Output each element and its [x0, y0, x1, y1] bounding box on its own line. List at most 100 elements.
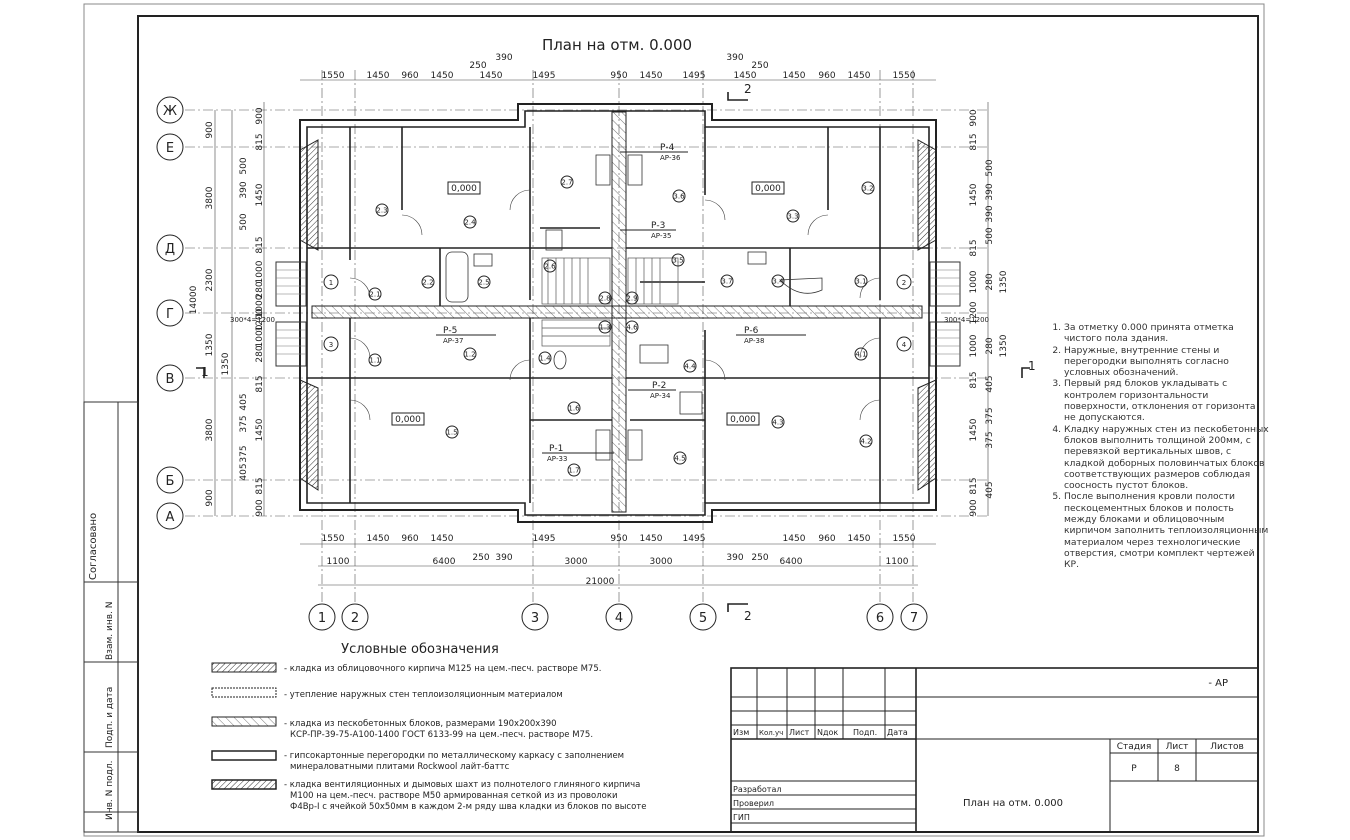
- axis-label: Е: [166, 141, 174, 156]
- room-marker: 2.6: [544, 263, 556, 271]
- dim: 1000: [969, 334, 979, 357]
- room-marker: 3.1: [855, 278, 866, 286]
- dim: 1450: [431, 534, 454, 544]
- dim: 1100: [886, 557, 909, 567]
- legend-title: Условные обозначения: [341, 642, 499, 657]
- entrance-number: 1: [329, 279, 333, 287]
- dim: 950: [610, 71, 627, 81]
- entrance-number: 2: [902, 279, 906, 287]
- note-item: За отметку 0.000 принята отметка чистого…: [1064, 322, 1269, 345]
- role-label: Проверил: [733, 799, 774, 808]
- room-marker: 1.1: [369, 357, 380, 365]
- dim: 1350: [221, 352, 231, 375]
- entrance-number: 4: [902, 341, 907, 349]
- level-marks: 0,000 0,000 0,000 0,000: [391, 181, 785, 426]
- dim: 3000: [565, 557, 588, 567]
- callout-name: Р-3: [651, 221, 665, 231]
- dim: 1450: [255, 418, 265, 441]
- dim: 1200: [969, 301, 979, 324]
- dim: 1450: [255, 183, 265, 206]
- porch-dim-left: 300*4=1200: [230, 316, 275, 324]
- dim: 815: [255, 236, 265, 253]
- dim: 1495: [533, 71, 556, 81]
- drawing-name: План на отм. 0.000: [963, 798, 1063, 809]
- dim: 950: [610, 534, 627, 544]
- dim: 815: [255, 477, 265, 494]
- section-mark: 1: [1028, 359, 1036, 373]
- room-marker: 4.5: [674, 455, 685, 463]
- rev-header: Дата: [887, 728, 908, 737]
- dim: 1450: [783, 534, 806, 544]
- room-marker: 2.1: [369, 291, 380, 299]
- building-plan: [275, 103, 961, 523]
- legend-item: - гипсокартонные перегородки по металлич…: [284, 751, 624, 761]
- dim: 280: [255, 345, 265, 362]
- stage-value: Р: [1131, 764, 1137, 774]
- room-marker: 1.7: [568, 467, 579, 475]
- room-marker: 3.5: [672, 257, 683, 265]
- room-marker: 2.3: [376, 207, 387, 215]
- axis-label: Г: [166, 307, 174, 322]
- dim: 6400: [780, 557, 803, 567]
- dim: 250: [751, 61, 768, 71]
- dim: 405: [239, 393, 249, 410]
- general-notes: За отметку 0.000 принята отметка чистого…: [1048, 322, 1269, 571]
- dim: 1450: [783, 71, 806, 81]
- dim: 1350: [999, 334, 1009, 357]
- dim: 250: [472, 553, 489, 563]
- callout-name: Р-2: [652, 381, 666, 391]
- dim: 1450: [640, 71, 663, 81]
- dim: 250: [751, 553, 768, 563]
- dim: 900: [969, 499, 979, 516]
- dim: 1495: [683, 71, 706, 81]
- legend-item: - утепление наружных стен теплоизоляцион…: [284, 690, 563, 700]
- dims-left: 900 3800 2300 1350 1350 3800 900 14000: [189, 121, 231, 506]
- room-marker: 2.9: [626, 295, 637, 303]
- dim: 1350: [205, 333, 215, 356]
- level-3: 0,000: [395, 415, 421, 425]
- room-marker: 4.2: [860, 438, 871, 446]
- entrance-markers: 1 3 2 4: [323, 274, 912, 352]
- axis-label: 7: [910, 611, 918, 626]
- callout-name: Р-6: [744, 326, 759, 336]
- dim: 1450: [969, 183, 979, 206]
- room-marker: 1.2: [464, 351, 475, 359]
- level-2: 0,000: [755, 184, 781, 194]
- legend: Условные обозначения - кладка из облицов…: [211, 642, 646, 812]
- dim: 390: [239, 181, 249, 198]
- dim: 375: [239, 415, 249, 432]
- dim: 1550: [893, 534, 916, 544]
- dim: 1000: [255, 324, 265, 347]
- side-label-sign: Подп. и дата: [105, 687, 115, 748]
- section-cuts: [196, 92, 1030, 612]
- room-marker: 1.3: [599, 324, 610, 332]
- axis-label: 2: [351, 611, 359, 626]
- dim: 1350: [999, 270, 1009, 293]
- room-marker: 2.2: [422, 279, 433, 287]
- dim: 390: [726, 553, 743, 563]
- legend-swatch-brick: [211, 662, 277, 673]
- title-block-text: - АР Изм Кол.уч Лист Nдок Подп. Дата Ста…: [733, 678, 1244, 822]
- axis-label: 4: [615, 611, 623, 626]
- dims-top: 1550 1450 960 1450 1450 1495 950 1450 14…: [322, 53, 916, 81]
- dim: 1450: [848, 534, 871, 544]
- dim: 1450: [367, 534, 390, 544]
- stage-header: Стадия: [1117, 742, 1152, 752]
- dim: 1550: [322, 71, 345, 81]
- rev-header: Лист: [789, 728, 810, 737]
- callout-ref: АР-34: [650, 392, 671, 400]
- room-marker: 2.4: [464, 219, 476, 227]
- sheet-header: Лист: [1166, 742, 1189, 752]
- dim: 1000: [255, 260, 265, 283]
- dim: 375: [985, 431, 995, 448]
- callout-name: Р-1: [549, 444, 563, 454]
- callout-name: Р-4: [660, 143, 675, 153]
- plan-title: План на отм. 0.000: [542, 36, 692, 54]
- dim: 500: [985, 159, 995, 176]
- dims-bottom: 1550 1450 960 1450 1495 950 1450 1495 14…: [322, 534, 916, 587]
- legend-item: Ф4Вр-I с ячейкой 50х50мм в каждом 2-м ря…: [290, 802, 646, 812]
- dims-right-detail: 900 815 500 390 1450 390 500 815 1350 28…: [969, 109, 1009, 516]
- axis-label: Б: [166, 474, 175, 489]
- side-stamp: Согласовано Взам. инв. N Подп. и дата Ин…: [83, 401, 139, 833]
- dim: 960: [818, 71, 835, 81]
